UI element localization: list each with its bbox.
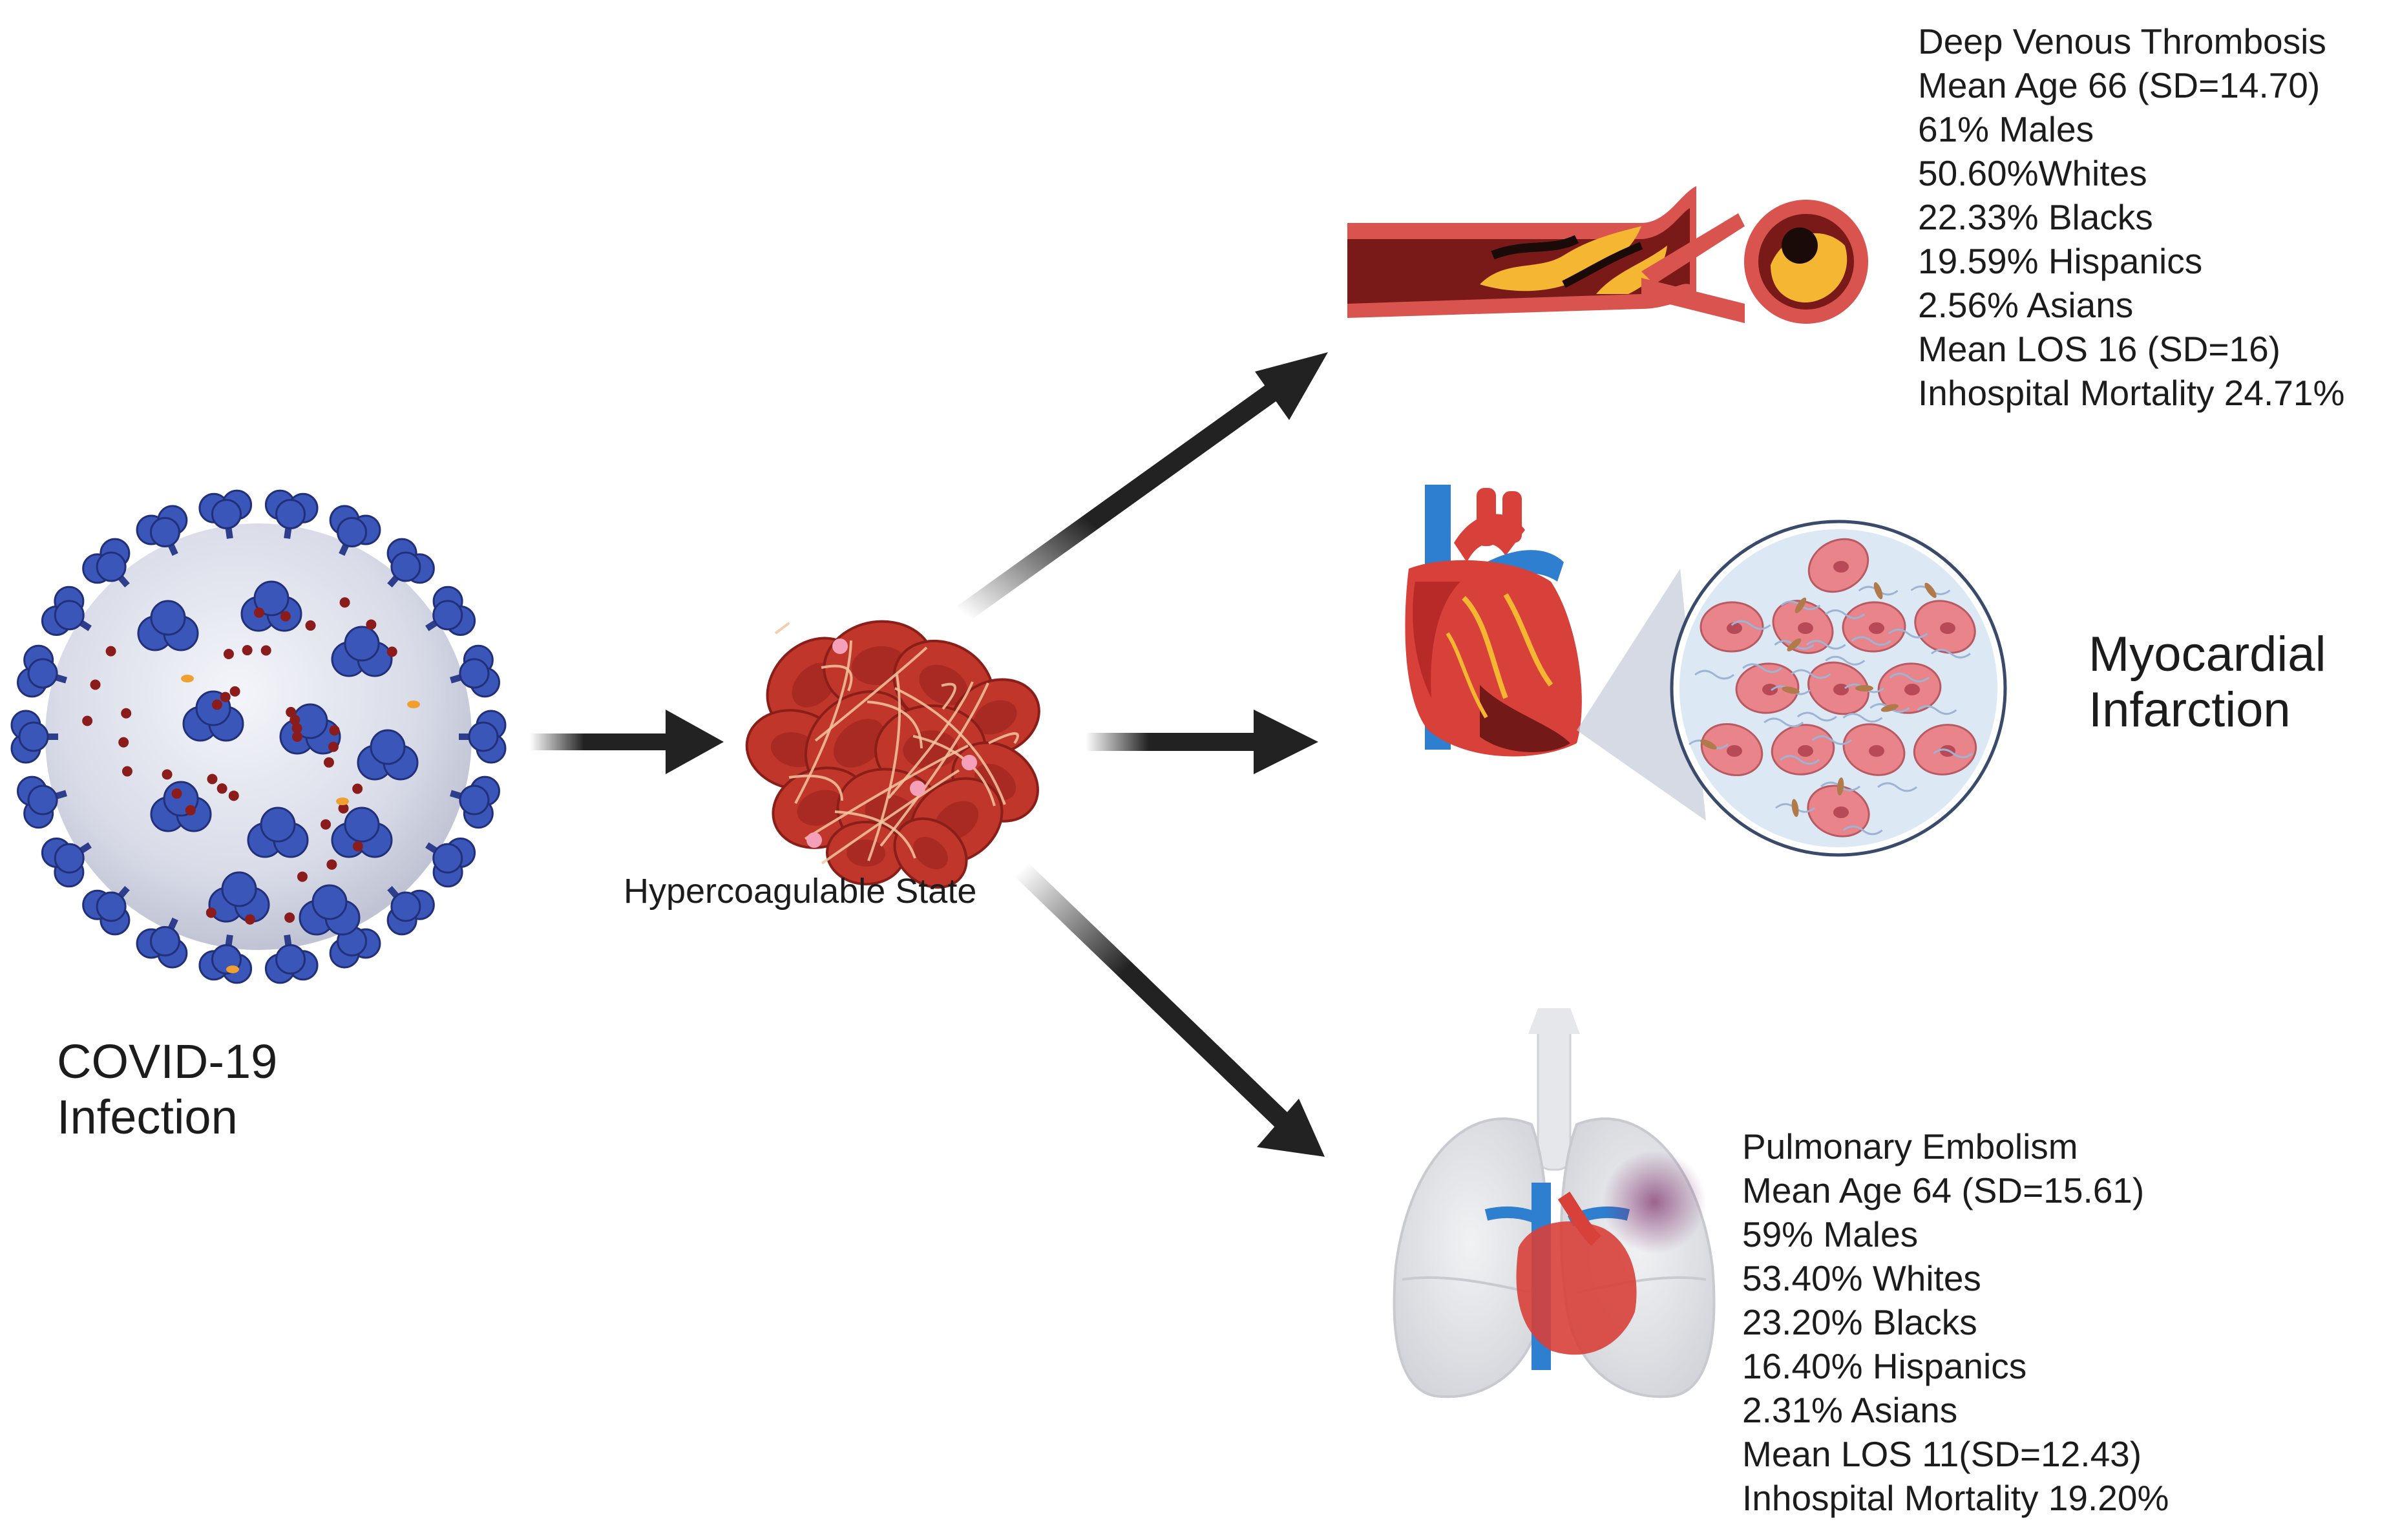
- spike-protein: [82, 886, 131, 936]
- covid-label: COVID-19 Infection: [57, 1034, 277, 1145]
- dvt-stat-line: 22.33% Blacks: [1918, 197, 2153, 237]
- spike-protein: [41, 585, 92, 637]
- spike-protein: [459, 710, 507, 764]
- surface-spike: [208, 871, 270, 923]
- spike-protein: [17, 775, 67, 829]
- pe-title: Pulmonary Embolism: [1742, 1126, 2078, 1166]
- surface-spike: [150, 781, 212, 832]
- cardiomyocyte-cell: [1735, 662, 1800, 714]
- thrombosed-vein-icon: [1347, 186, 1868, 324]
- virus-spikes: [10, 489, 507, 984]
- spike-protein: [264, 934, 319, 984]
- dvt-stat-line: Mean LOS 16 (SD=16): [1918, 329, 2280, 369]
- cardiomyocyte-cell: [1807, 785, 1870, 838]
- arrow-clot-to-mi: [1086, 710, 1318, 774]
- mi-label: Myocardial Infarction: [2089, 627, 2326, 738]
- spike-protein: [136, 505, 188, 556]
- cardiomyocyte-cell: [1807, 661, 1869, 715]
- dvt-stat-line: 50.60%Whites: [1918, 153, 2147, 193]
- cardiomyocyte-cell: [1842, 601, 1906, 653]
- pe-stat-line: 16.40% Hispanics: [1742, 1346, 2027, 1386]
- pe-stat-line: 59% Males: [1742, 1214, 1919, 1254]
- pe-stats: Pulmonary Embolism Mean Age 64 (SD=15.61…: [1742, 1124, 2169, 1520]
- cardiomyocyte-cell: [1700, 723, 1763, 777]
- dvt-stat-line: 2.56% Asians: [1918, 285, 2134, 325]
- dvt-stat-line: Inhospital Mortality 24.71%: [1918, 373, 2345, 413]
- spike-protein: [198, 489, 253, 539]
- dvt-stat-line: Mean Age 66 (SD=14.70): [1918, 65, 2321, 105]
- arrow-clot-to-dvt: [957, 352, 1328, 622]
- pe-stat-line: Mean LOS 11(SD=12.43): [1742, 1434, 2142, 1474]
- pe-stat-line: 2.31% Asians: [1742, 1390, 1958, 1430]
- mi-label-line: Infarction: [2089, 682, 2291, 737]
- spike-protein: [17, 644, 67, 698]
- hypercoagulable-label: Hypercoagulable State: [624, 872, 977, 911]
- blood-clot-icon: [745, 620, 1040, 889]
- cardiomyocyte-cell: [1700, 601, 1764, 653]
- cardiomyocyte-cell: [1807, 538, 1869, 593]
- coronavirus-icon: [10, 489, 507, 984]
- surface-spike: [240, 580, 302, 632]
- dvt-stat-line: 61% Males: [1918, 109, 2094, 149]
- surface-spike: [357, 729, 419, 781]
- pe-stat-line: Mean Age 64 (SD=15.61): [1742, 1170, 2145, 1210]
- virus-surface-proteins: [82, 580, 420, 973]
- covid-label-line: COVID-19: [57, 1035, 278, 1088]
- spike-protein: [82, 538, 131, 587]
- spike-protein: [450, 775, 500, 829]
- spike-protein: [450, 644, 500, 698]
- surface-spike: [182, 690, 244, 742]
- cardiomyocyte-cell: [1914, 600, 1976, 654]
- pe-stat-line: 53.40% Whites: [1742, 1258, 1981, 1298]
- cardiomyocyte-cell: [1842, 723, 1906, 776]
- dvt-stat-line: 19.59% Hispanics: [1918, 241, 2203, 281]
- spike-protein: [136, 917, 188, 969]
- spike-protein: [41, 837, 92, 888]
- spike-protein: [425, 837, 476, 888]
- surface-spike: [331, 807, 393, 858]
- spike-protein: [386, 886, 435, 936]
- mi-label-line: Myocardial: [2089, 627, 2326, 682]
- surface-spike: [137, 600, 199, 651]
- pe-stat-line: Inhospital Mortality 19.20%: [1742, 1478, 2169, 1518]
- surface-spike: [331, 626, 393, 677]
- spike-protein: [329, 505, 381, 556]
- spike-protein: [386, 538, 435, 587]
- lungs-heart-icon: [1393, 1008, 1716, 1398]
- covid-label-line: Infection: [57, 1090, 238, 1144]
- arrow-covid-to-clot: [530, 710, 724, 774]
- dvt-title: Deep Venous Thrombosis: [1918, 21, 2326, 61]
- heart-icon: [1405, 485, 1582, 757]
- arrow-clot-to-pe: [1014, 862, 1325, 1157]
- spike-protein: [10, 710, 58, 764]
- pe-stat-line: 23.20% Blacks: [1742, 1302, 1977, 1342]
- surface-spike: [247, 807, 309, 858]
- myocardial-tissue-icon: [1577, 520, 2007, 857]
- dvt-stats: Deep Venous Thrombosis Mean Age 66 (SD=1…: [1918, 19, 2344, 415]
- spike-protein: [264, 489, 319, 539]
- surface-spike: [299, 884, 361, 936]
- spike-protein: [425, 585, 476, 637]
